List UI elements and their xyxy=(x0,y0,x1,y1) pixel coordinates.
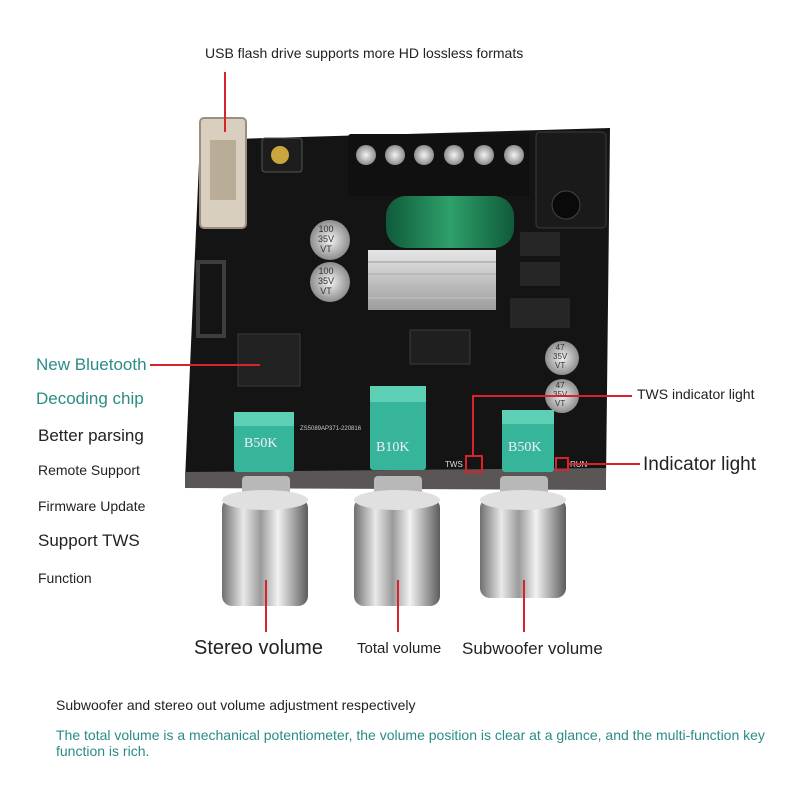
heatsink xyxy=(368,250,496,310)
capacitor-3 xyxy=(545,341,579,375)
bluetooth-label-line2: Decoding chip xyxy=(36,389,144,408)
tws-callout-hline xyxy=(472,395,632,397)
adjustment-note: Subwoofer and stereo out volume adjustme… xyxy=(56,697,416,713)
stereo-volume-label: Stereo volume xyxy=(194,637,323,659)
total-callout-line xyxy=(397,580,399,632)
tws-callout-vline xyxy=(472,395,474,457)
pot-right-marking: B50K xyxy=(508,440,542,455)
subwoofer-volume-label: Subwoofer volume xyxy=(462,639,603,658)
usb-caption: USB flash drive supports more HD lossles… xyxy=(205,45,524,61)
pot-center-marking: B10K xyxy=(376,440,410,455)
cap3-marking: 47 35V VT xyxy=(553,343,568,370)
cap4-marking: 47 35V VT xyxy=(553,381,567,408)
pcb-code: ZS5089AP371-220816 xyxy=(300,426,362,432)
tws-led-marker xyxy=(465,455,483,473)
stereo-callout-line xyxy=(265,580,267,632)
total-volume-label: Total volume xyxy=(357,640,442,657)
capacitor-2 xyxy=(310,262,350,302)
indicator-label: Indicator light xyxy=(643,454,757,475)
pot-center xyxy=(370,386,426,470)
bt-callout-line xyxy=(150,364,260,366)
pot-left-marking: B50K xyxy=(244,436,278,451)
function-label: Function xyxy=(38,570,92,586)
subwoofer-callout-line xyxy=(523,580,525,632)
tws-silkscreen: TWS xyxy=(445,460,463,469)
bluetooth-chip xyxy=(237,333,301,387)
tws-support-label: Support TWS xyxy=(38,531,140,550)
firmware-label: Firmware Update xyxy=(38,498,146,514)
speaker-terminal xyxy=(348,134,530,196)
indicator-callout-line xyxy=(568,463,640,465)
main-capacitor xyxy=(386,196,514,248)
usb-callout-line xyxy=(224,72,226,132)
remote-label: Remote Support xyxy=(38,462,140,478)
bt-antenna xyxy=(196,260,226,338)
knob-stereo xyxy=(222,490,308,606)
total-volume-description: The total volume is a mechanical potenti… xyxy=(56,727,765,759)
cap1-marking: 100 35V VT xyxy=(318,224,335,254)
knob-total xyxy=(354,490,440,606)
parsing-label: Better parsing xyxy=(38,426,144,445)
bluetooth-label-line1: New Bluetooth xyxy=(36,355,147,374)
pot-right xyxy=(502,410,554,472)
terminal-screws xyxy=(356,145,524,165)
knob-subwoofer xyxy=(480,490,566,598)
tws-indicator-label: TWS indicator light xyxy=(637,386,755,402)
capacitor-1 xyxy=(310,220,350,260)
pot-left xyxy=(234,412,294,472)
cap2-marking: 100 35V VT xyxy=(318,266,335,296)
